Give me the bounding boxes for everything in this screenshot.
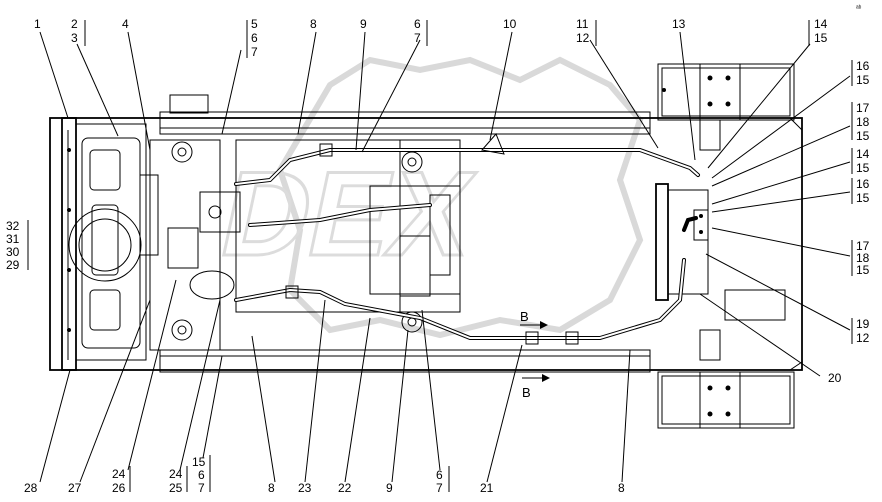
callout-22: 22 (338, 481, 352, 495)
callout-29: 29 (6, 258, 20, 272)
rear-outrigger-bottom (657, 371, 795, 429)
callout-7-top: 7 (414, 31, 421, 45)
callout-24-b2: 24 (169, 467, 183, 481)
callout-15-r5: 15 (856, 263, 870, 277)
callout-15-r3: 15 (856, 161, 870, 175)
callout-15-r1: 15 (856, 73, 870, 87)
callout-16-r2: 16 (856, 177, 870, 191)
callout-28: 28 (24, 481, 38, 495)
callouts-left: 32 31 30 29 (6, 219, 20, 272)
callout-4: 4 (122, 17, 129, 31)
section-arrow-b-lower: B (522, 374, 550, 400)
callout-15-r2: 15 (856, 129, 870, 143)
callout-16-r1: 16 (856, 59, 870, 73)
view-label-b-upper: B (520, 309, 529, 324)
callout-10: 10 (503, 17, 517, 31)
callout-6-b1: 6 (198, 468, 205, 482)
callout-25: 25 (169, 481, 183, 495)
callout-8-top: 8 (310, 17, 317, 31)
callout-26: 26 (112, 481, 126, 495)
callout-15-top: 15 (814, 31, 828, 45)
callout-27: 27 (68, 481, 82, 495)
hose-lines (234, 133, 700, 345)
leader-lines (39, 31, 851, 483)
callout-14-top: 14 (814, 17, 828, 31)
callout-17-r2: 17 (856, 239, 870, 253)
callout-19: 19 (856, 317, 870, 331)
section-arrow-b-upper: B (520, 309, 548, 329)
callouts-right: 16 15 17 18 15 14 15 16 15 17 18 15 19 1… (828, 59, 870, 385)
callout-18-r1: 18 (856, 115, 870, 129)
callouts-bottom: 28 27 24 26 24 25 15 6 7 8 23 22 9 6 7 2… (24, 455, 625, 495)
rear-frame (650, 117, 803, 371)
callout-12-top: 12 (576, 31, 590, 45)
corner-mark: ᵃᵇ (856, 5, 862, 12)
rear-outrigger-top (657, 63, 795, 121)
callout-7: 7 (251, 45, 258, 59)
callout-3: 3 (71, 31, 78, 45)
rear-cooler (655, 183, 709, 301)
callout-6-b2: 6 (436, 468, 443, 482)
callout-32: 32 (6, 219, 20, 233)
callout-31: 31 (6, 232, 20, 246)
center-module (235, 139, 461, 333)
callout-7-b1: 7 (198, 481, 205, 495)
callout-5: 5 (251, 17, 258, 31)
callout-15-r4: 15 (856, 191, 870, 205)
callout-11: 11 (576, 17, 589, 31)
callout-6-top: 6 (414, 17, 421, 31)
radiator-assembly (61, 117, 147, 371)
callout-21: 21 (480, 481, 494, 495)
callout-17-r1: 17 (856, 101, 870, 115)
callout-6: 6 (251, 31, 258, 45)
callout-14-r: 14 (856, 147, 870, 161)
callout-1: 1 (34, 17, 41, 31)
callout-8-b2: 8 (618, 481, 625, 495)
callout-13: 13 (672, 17, 686, 31)
engine-pump-group (139, 139, 241, 351)
callout-9-top: 9 (360, 17, 367, 31)
callout-15-b: 15 (192, 455, 206, 469)
callout-24-b1: 24 (112, 467, 126, 481)
callout-12-r: 12 (856, 331, 870, 345)
callout-18-r2: 18 (856, 251, 870, 265)
callout-30: 30 (6, 245, 20, 259)
callout-20: 20 (828, 371, 842, 385)
callout-9-b: 9 (386, 481, 393, 495)
callout-group-bars (27, 20, 853, 492)
callout-2: 2 (71, 17, 78, 31)
callout-7-b2: 7 (436, 481, 443, 495)
callout-23: 23 (298, 481, 312, 495)
callouts-top: 1 2 3 4 5 6 7 8 9 6 7 10 11 12 13 14 15 (34, 17, 828, 59)
callout-8-b1: 8 (268, 481, 275, 495)
view-label-b-lower: B (522, 385, 531, 400)
